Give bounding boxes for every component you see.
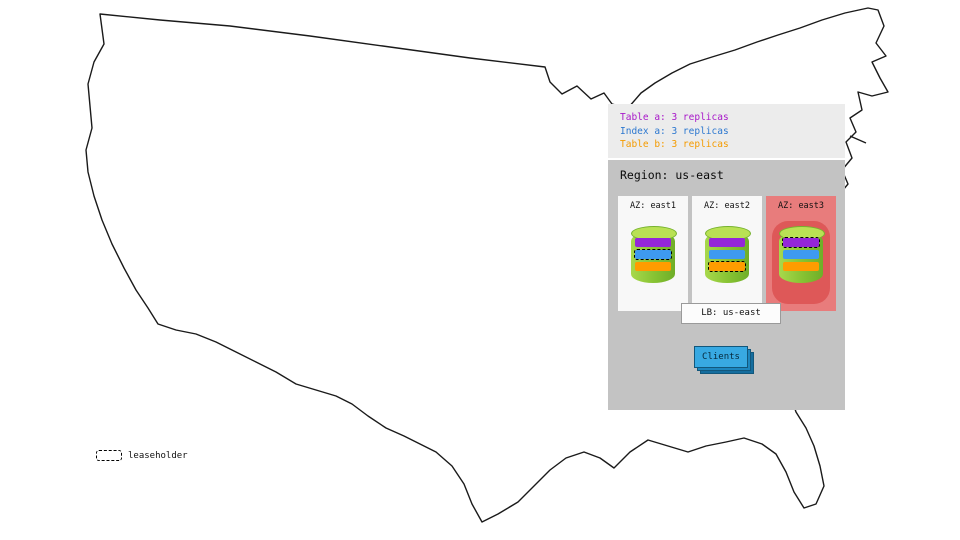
replica-table-a bbox=[635, 238, 671, 247]
replica-table-b bbox=[783, 262, 819, 271]
db-node-east1 bbox=[631, 226, 677, 284]
region-label: Region: us-east bbox=[620, 168, 724, 182]
replica-index-a-leaseholder bbox=[634, 249, 672, 260]
replica-index-a bbox=[783, 250, 819, 259]
az-east3-label: AZ: east3 bbox=[777, 201, 825, 211]
leaseholder-legend: leaseholder bbox=[96, 450, 188, 461]
replica-legend: Table a: 3 replicas Index a: 3 replicas … bbox=[608, 104, 845, 158]
load-balancer: LB: us-east bbox=[681, 303, 781, 324]
replica-table-a bbox=[709, 238, 745, 247]
us-map-path bbox=[85, 7, 889, 523]
replica-table-b bbox=[635, 262, 671, 271]
db-node-east3 bbox=[779, 226, 825, 284]
az-east2-label: AZ: east2 bbox=[703, 201, 751, 211]
long-island-mark bbox=[849, 135, 867, 144]
db-node-east2 bbox=[705, 226, 751, 284]
az-east1: AZ: east1 bbox=[618, 196, 688, 311]
clients-stack: Clients bbox=[694, 346, 760, 378]
legend-index-a: Index a: 3 replicas bbox=[620, 125, 729, 137]
clients-card-front: Clients bbox=[694, 346, 748, 368]
leaseholder-swatch-icon bbox=[96, 450, 122, 461]
legend-table-b: Table b: 3 replicas bbox=[620, 139, 729, 150]
az-east1-label: AZ: east1 bbox=[629, 201, 677, 211]
replica-table-a-leaseholder bbox=[782, 237, 820, 248]
legend-table-a: Table a: 3 replicas bbox=[620, 112, 729, 123]
replica-index-a bbox=[709, 250, 745, 259]
leaseholder-legend-label: leaseholder bbox=[128, 450, 188, 461]
replica-table-b-leaseholder bbox=[708, 261, 746, 272]
az-east2: AZ: east2 bbox=[692, 196, 762, 311]
az-east3: AZ: east3 bbox=[766, 196, 836, 311]
